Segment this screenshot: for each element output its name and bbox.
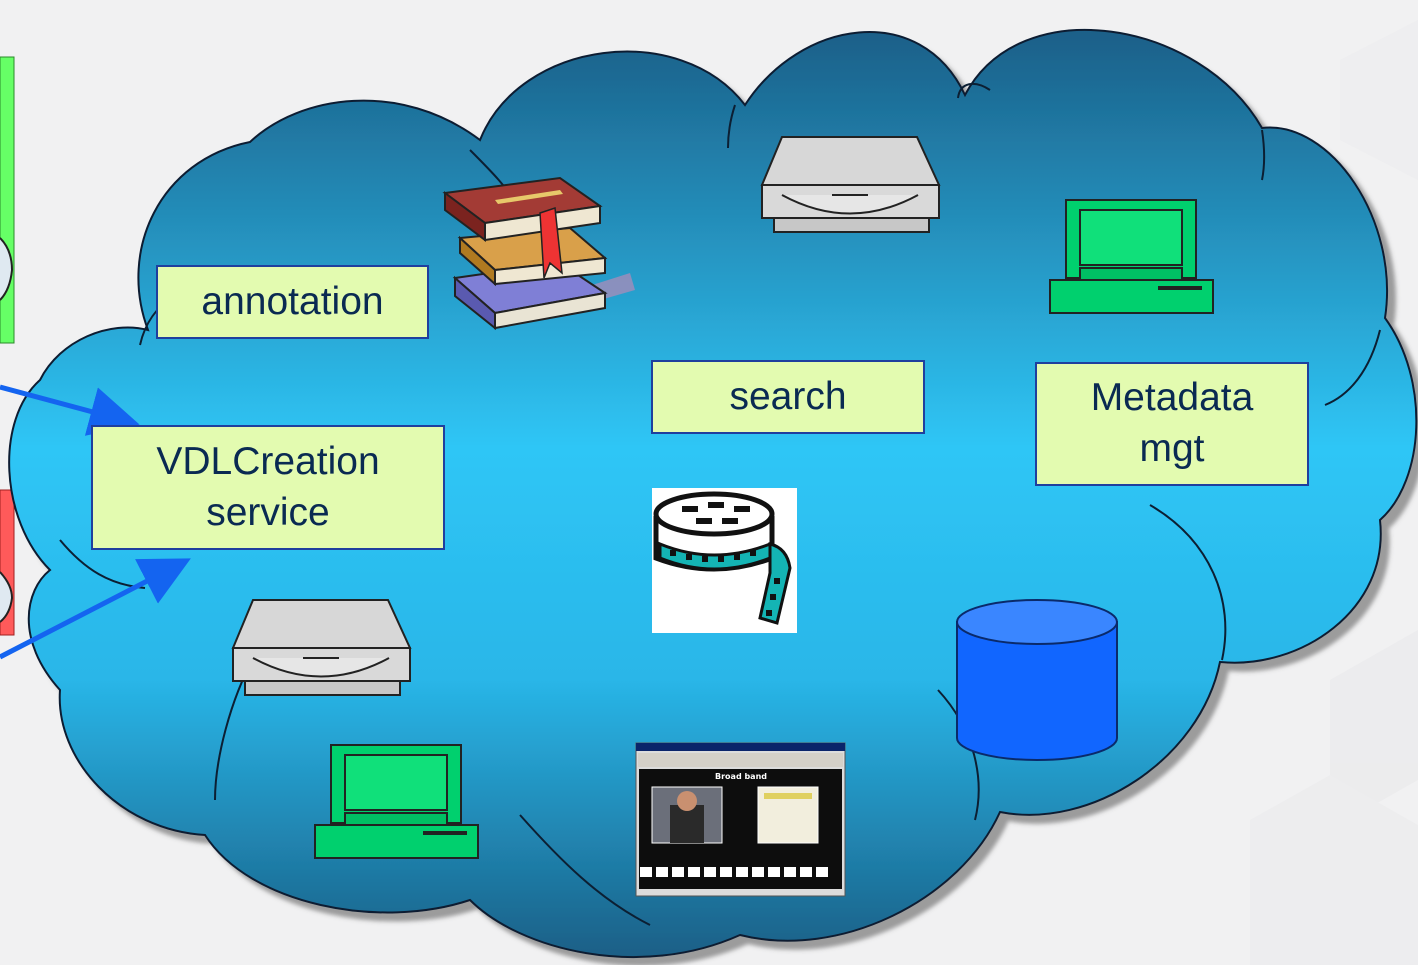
background-texture: [1250, 20, 1418, 965]
books-icon: [442, 176, 635, 331]
arrow-to-vdlcreation-lower: [0, 558, 191, 660]
globe-fragment-icon: [0, 237, 14, 301]
drive-icon: [760, 136, 941, 233]
vdlcreation-label-line2: service: [206, 490, 330, 534]
metadata-label-line2: mgt: [1139, 427, 1205, 470]
database-icon: [956, 599, 1118, 761]
metadata-label-line1: Metadata: [1090, 376, 1254, 420]
globe-fragment-icon-2: [0, 571, 14, 623]
annotation-label-text: annotation: [201, 279, 384, 323]
search-label: search: [651, 360, 925, 434]
computer-icon: [314, 744, 479, 859]
vdlcreation-label-line1: VDLCreation: [156, 439, 380, 483]
search-label-text: search: [729, 374, 847, 418]
vdlcreation-service-label: VDLCreation service: [91, 425, 445, 550]
film-reel-icon: [652, 488, 797, 633]
annotation-label: annotation: [156, 265, 429, 339]
computer-icon: [1049, 199, 1214, 314]
arrow-to-vdlcreation-upper: [0, 384, 140, 436]
metadata-mgt-label: Metadata mgt: [1035, 362, 1309, 486]
left-side-panels: [0, 56, 15, 636]
drive-icon: [231, 599, 412, 696]
thumbnail-heading: Broad band: [715, 772, 767, 781]
screenshot-thumbnail-icon: Broad band: [635, 742, 846, 897]
green-side-panel: [0, 56, 15, 344]
arrows: [0, 384, 191, 660]
